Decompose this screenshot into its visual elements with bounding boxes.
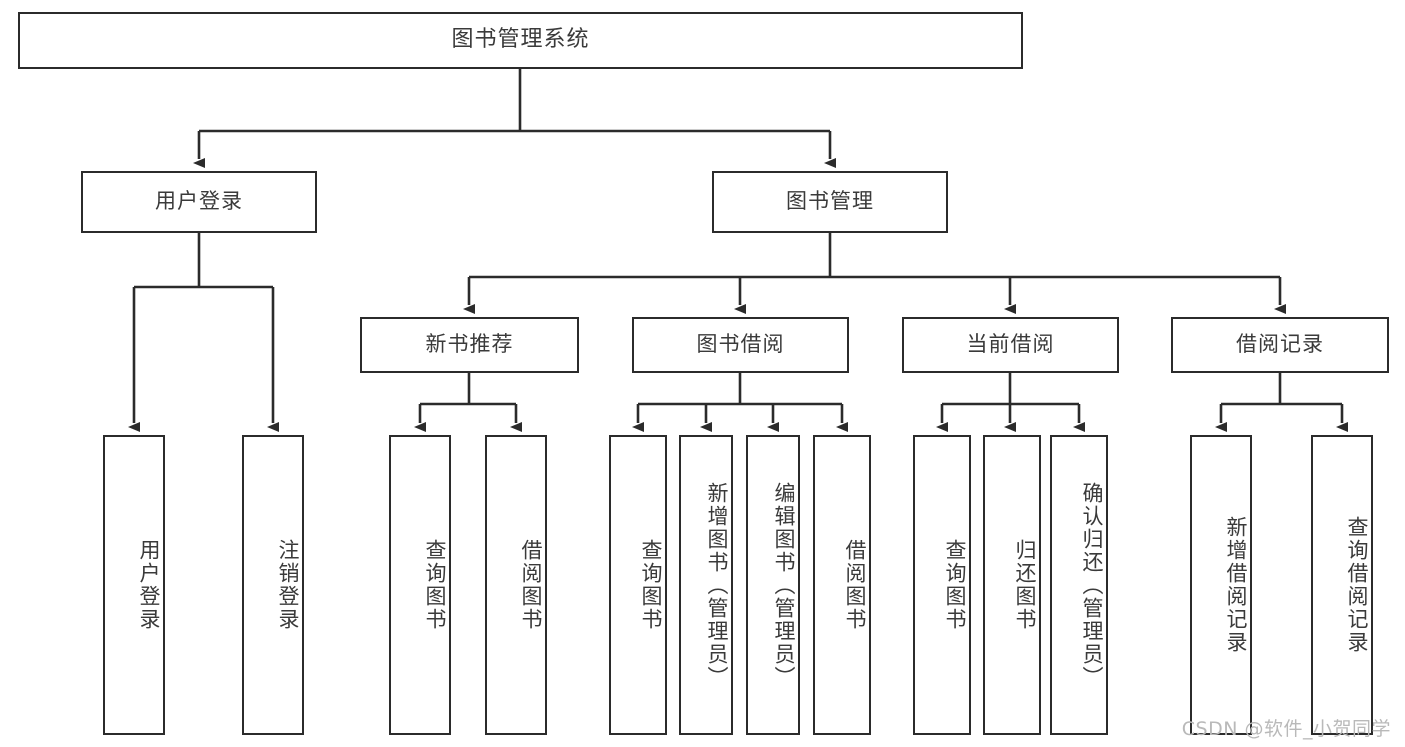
- leaf-edit-book-admin[interactable]: 编辑图书（管理员）: [746, 435, 800, 735]
- leaf-label: 查询图书: [943, 539, 967, 631]
- node-book-borrow[interactable]: 图书借阅: [632, 317, 849, 373]
- leaf-borrow-books-recommend[interactable]: 借阅图书: [485, 435, 547, 735]
- leaf-query-books-recommend[interactable]: 查询图书: [389, 435, 451, 735]
- leaf-label: 查询借阅记录: [1345, 516, 1369, 654]
- leaf-query-books-current[interactable]: 查询图书: [913, 435, 971, 735]
- node-current-borrow[interactable]: 当前借阅: [902, 317, 1119, 373]
- node-new-book-recommend[interactable]: 新书推荐: [360, 317, 579, 373]
- leaf-query-borrow-record[interactable]: 查询借阅记录: [1311, 435, 1373, 735]
- node-user-login[interactable]: 用户登录: [81, 171, 317, 233]
- leaf-label: 新增图书（管理员）: [705, 481, 729, 689]
- leaf-return-book[interactable]: 归还图书: [983, 435, 1041, 735]
- node-book-management[interactable]: 图书管理: [712, 171, 948, 233]
- leaf-logout[interactable]: 注销登录: [242, 435, 304, 735]
- leaf-add-borrow-record[interactable]: 新增借阅记录: [1190, 435, 1252, 735]
- node-root-system[interactable]: 图书管理系统: [18, 12, 1023, 69]
- leaf-label: 确认归还（管理员）: [1080, 481, 1104, 689]
- leaf-confirm-return-admin[interactable]: 确认归还（管理员）: [1050, 435, 1108, 735]
- leaf-label: 查询图书: [639, 539, 663, 631]
- leaf-add-book-admin[interactable]: 新增图书（管理员）: [679, 435, 733, 735]
- leaf-label: 新增借阅记录: [1224, 516, 1248, 654]
- leaf-label: 编辑图书（管理员）: [772, 481, 796, 689]
- leaf-label: 归还图书: [1013, 539, 1037, 631]
- leaf-label: 注销登录: [276, 539, 300, 631]
- leaf-user-login[interactable]: 用户登录: [103, 435, 165, 735]
- leaf-label: 查询图书: [423, 539, 447, 631]
- leaf-borrow-book[interactable]: 借阅图书: [813, 435, 871, 735]
- node-borrow-records[interactable]: 借阅记录: [1171, 317, 1389, 373]
- leaf-query-books-borrow[interactable]: 查询图书: [609, 435, 667, 735]
- watermark: CSDN @软件_小贺同学: [1181, 718, 1391, 740]
- leaf-label: 借阅图书: [519, 539, 543, 631]
- leaf-label: 借阅图书: [843, 539, 867, 631]
- leaf-label: 用户登录: [137, 539, 161, 631]
